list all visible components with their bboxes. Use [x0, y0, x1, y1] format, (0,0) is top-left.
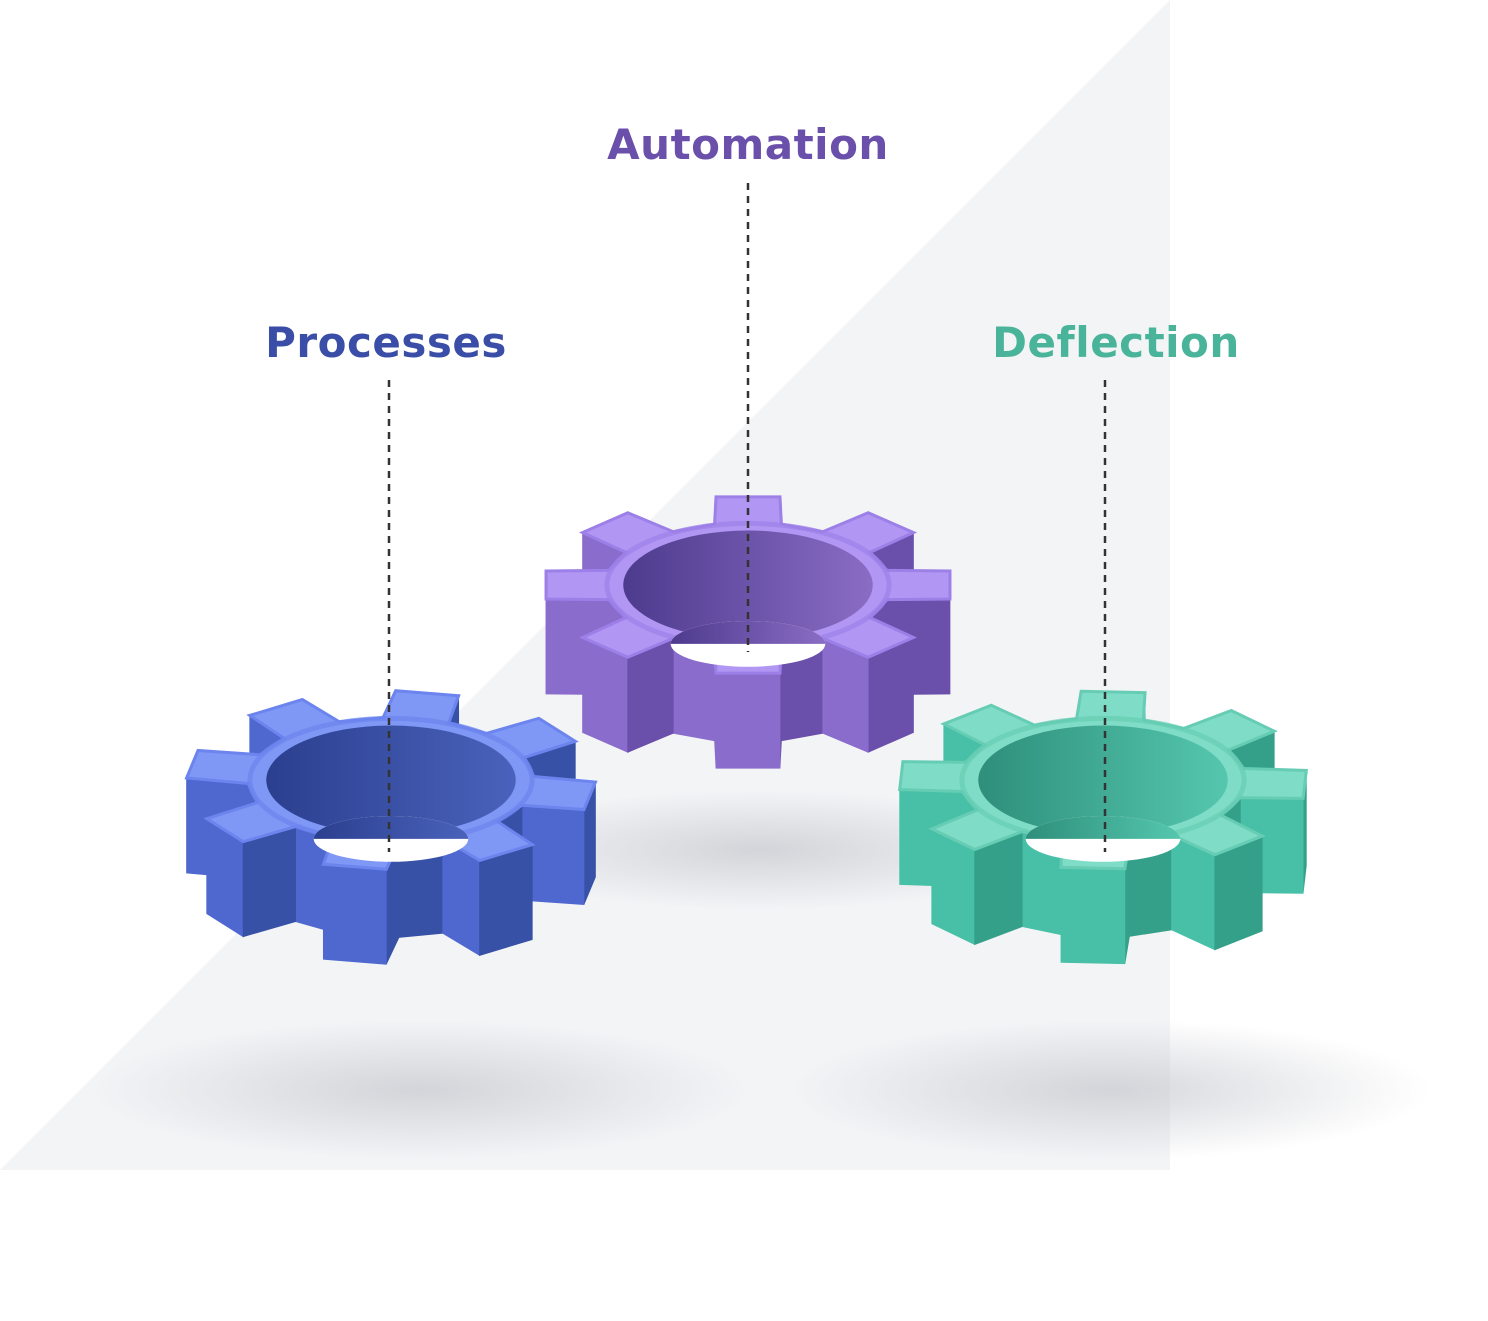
- automation-gear-icon: [544, 495, 952, 769]
- processes-gear-icon: [184, 689, 598, 965]
- leader-lines: [387, 183, 1107, 852]
- deflection-gear-icon: [898, 689, 1308, 965]
- deflection-label: Deflection: [992, 318, 1240, 367]
- automation-label: Automation: [607, 120, 889, 169]
- processes-label: Processes: [265, 318, 507, 367]
